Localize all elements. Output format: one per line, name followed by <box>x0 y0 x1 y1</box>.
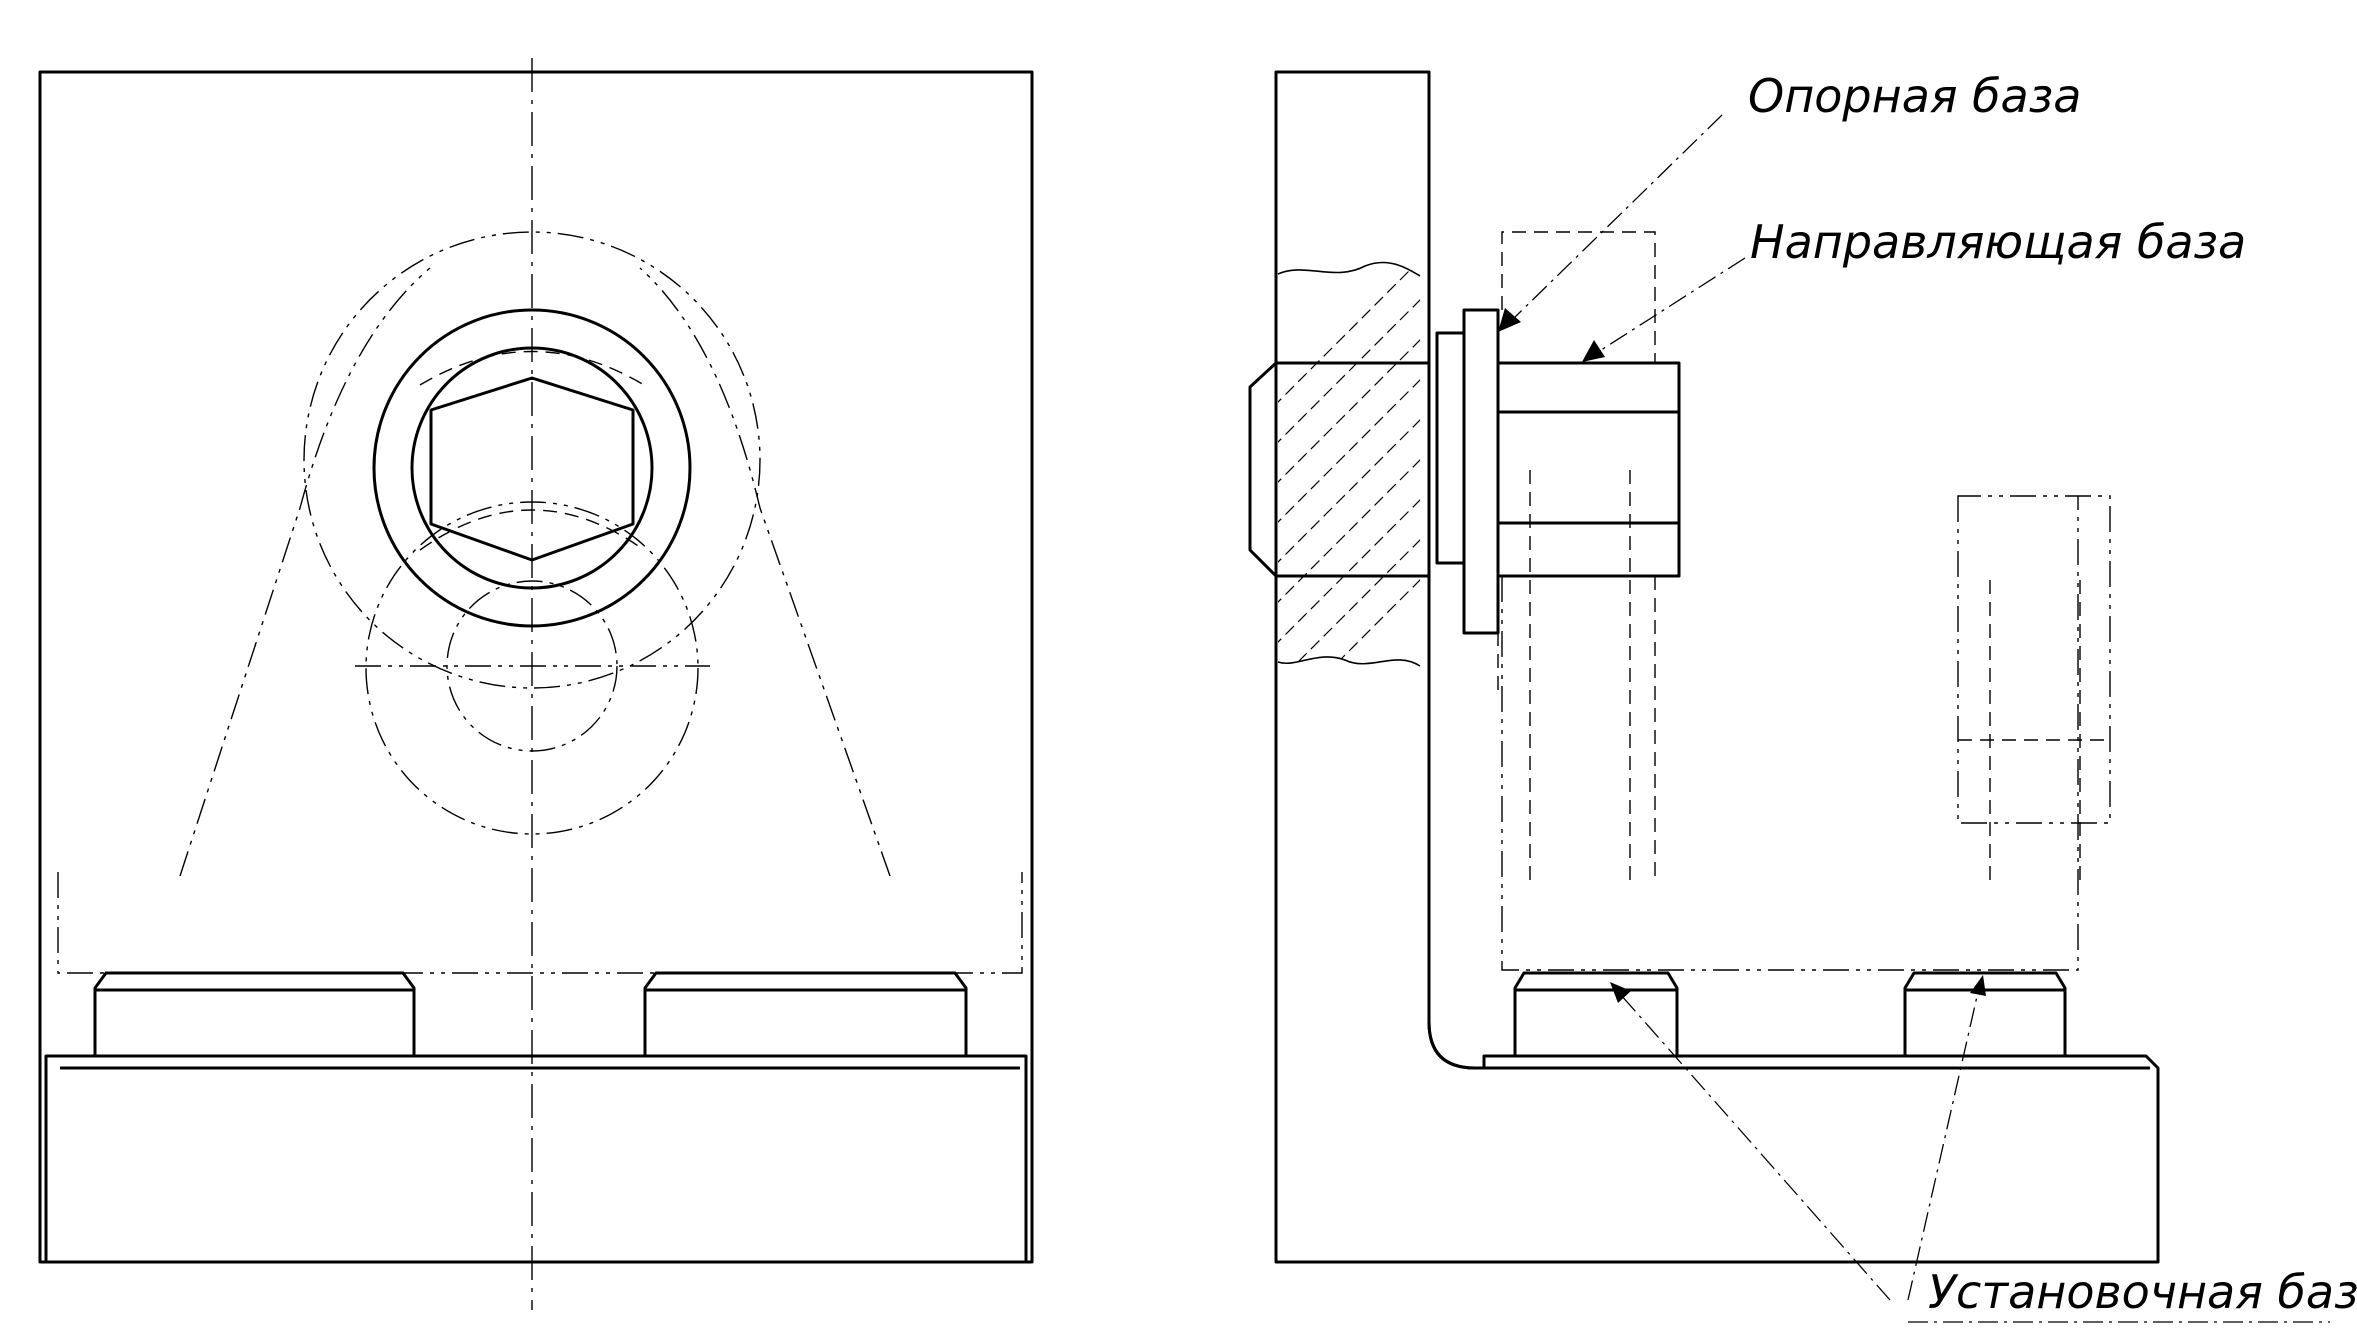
side-workpiece-phantom-bore <box>1529 470 1631 880</box>
side-angle-plate-inner-fillet <box>1427 1021 1476 1070</box>
front-workpiece-phantom-arm-right <box>639 267 891 877</box>
front-hidden-arc-top <box>419 350 645 386</box>
side-workpiece-phantom-right <box>1957 495 2111 824</box>
side-support-block-left <box>1513 971 1679 1056</box>
guide-base-label: Направляющая база <box>1750 215 2246 269</box>
side-section-hatch <box>1278 262 1420 666</box>
front-bolt-head-outer-circle <box>372 308 692 628</box>
front-workpiece-phantom-circle-lower <box>365 501 699 835</box>
side-workpiece-phantom-right-bore <box>1989 580 2081 880</box>
side-workpiece-phantom-body <box>1501 496 2079 971</box>
front-workpiece-phantom-body <box>57 872 1023 974</box>
side-shaft <box>1496 361 1681 578</box>
front-bolt-head-inner-circle <box>410 346 654 590</box>
front-plate-outline <box>38 70 1034 1264</box>
guide-base-arrow <box>1582 340 1605 362</box>
mounting-base-label: Установочная база <box>1928 1265 2357 1319</box>
side-bolt-head <box>1248 361 1431 578</box>
front-support-block-right <box>643 971 968 1056</box>
front-workpiece-phantom-circle-large <box>303 231 761 689</box>
side-workpiece-phantom-upper <box>1501 231 1656 880</box>
side-view <box>1248 70 2160 1264</box>
front-hex-socket <box>429 376 635 562</box>
mounting-base-arrow-right <box>1970 975 1986 996</box>
side-section-break-top <box>1277 261 1421 277</box>
front-workpiece-phantom-arm-left <box>179 267 431 877</box>
mounting-base-leader-right <box>1907 991 1979 1301</box>
front-base-plate <box>44 1054 1028 1264</box>
front-support-block-left <box>93 971 416 1056</box>
guide-base-leader <box>1597 257 1746 353</box>
mounting-base-arrow-left <box>1610 982 1631 1003</box>
support-base-arrow <box>1498 308 1521 332</box>
support-base-leader <box>1511 114 1723 321</box>
front-hidden-arc-bottom <box>419 509 645 551</box>
side-section-break-bottom <box>1277 656 1421 667</box>
mounting-base-leader-left <box>1620 994 1891 1301</box>
leaders <box>1498 114 2330 1323</box>
side-washer <box>1435 331 1466 565</box>
side-support-block-right <box>1903 971 2067 1056</box>
support-base-label: Опорная база <box>1748 69 2081 123</box>
side-flange <box>1462 308 1500 635</box>
front-view <box>38 58 1034 1310</box>
